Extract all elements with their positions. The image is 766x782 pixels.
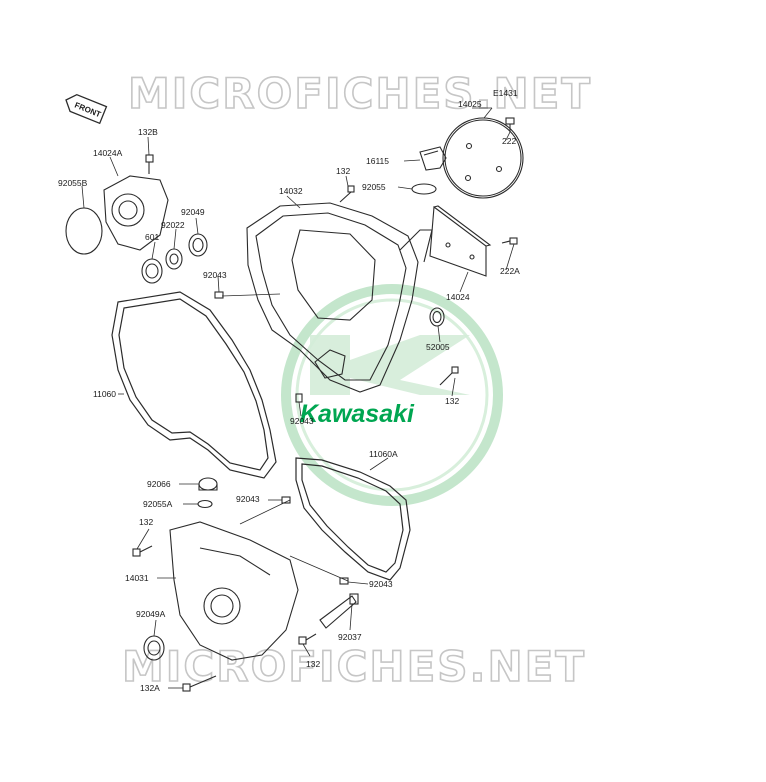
- label-92049: 92049: [181, 207, 205, 217]
- label-14032: 14032: [279, 186, 303, 196]
- logo-brand-text: Kawasaki: [300, 400, 415, 428]
- part-132-bolt-bottom: [298, 633, 317, 645]
- label-92043-b: 92043: [290, 416, 314, 426]
- part-92055-oring: [411, 183, 437, 195]
- label-92049A: 92049A: [136, 609, 166, 619]
- label-92055: 92055: [362, 182, 386, 192]
- label-132-top: 132: [336, 166, 350, 176]
- part-92066-plug: [198, 477, 218, 491]
- label-16115: 16115: [366, 156, 389, 166]
- part-14025-cover-plate: [442, 117, 524, 199]
- label-14025: 14025: [458, 99, 482, 109]
- label-92043-d: 92043: [369, 579, 393, 589]
- label-92043-a: 92043: [203, 270, 227, 280]
- label-11060A: 11060A: [369, 449, 398, 459]
- part-11060A-gasket: [295, 457, 411, 581]
- part-222-screw: [505, 117, 515, 132]
- label-601: 601: [145, 232, 159, 242]
- label-14031: 14031: [125, 573, 149, 583]
- front-direction-tag: FRONT: [65, 93, 108, 125]
- part-16115-cap: [419, 146, 447, 171]
- label-52005: 52005: [426, 342, 450, 352]
- part-132A-bolt: [182, 675, 217, 692]
- label-14024A: 14024A: [93, 148, 123, 158]
- label-92037: 92037: [338, 632, 362, 642]
- label-92043-c: 92043: [236, 494, 260, 504]
- leader-lines: [81, 107, 515, 689]
- part-11060A-gasket-inner: [301, 463, 404, 573]
- watermark-top: MICROFICHES.NET: [128, 69, 592, 118]
- label-14024: 14024: [446, 292, 470, 302]
- kawasaki-logo: Kawasaki: [281, 284, 503, 506]
- label-222A: 222A: [500, 266, 520, 276]
- part-11060-gasket: [111, 291, 277, 479]
- part-132-bolt-left: [132, 545, 153, 557]
- part-132-bolt-right: [439, 366, 459, 386]
- label-92055B: 92055B: [58, 178, 88, 188]
- part-14031-lower-cover: [169, 521, 299, 661]
- label-222: 222: [502, 136, 516, 146]
- label-132-left: 132: [139, 517, 153, 527]
- part-14032-clutch-cover: [246, 202, 433, 393]
- label-92022: 92022: [161, 220, 185, 230]
- label-132A: 132A: [140, 683, 160, 693]
- part-52005-seal: [429, 307, 445, 327]
- label-132-bottom: 132: [306, 659, 320, 669]
- diagram-code: E1431: [493, 88, 518, 98]
- part-222A-screw: [501, 237, 518, 245]
- part-601-bearing: [141, 258, 163, 284]
- part-14024A-pump-cover: [103, 175, 169, 251]
- part-92043-dowel-a: [214, 291, 224, 299]
- part-92055B-oring: [65, 207, 103, 255]
- label-11060: 11060: [93, 389, 116, 399]
- part-132B-bolt: [145, 154, 154, 174]
- part-14024-bracket: [429, 205, 492, 277]
- label-132-right: 132: [445, 396, 459, 406]
- part-132-bolt-top: [339, 185, 355, 203]
- label-92066: 92066: [147, 479, 171, 489]
- watermark-bottom: MICROFICHES.NET: [122, 642, 586, 691]
- part-92022-washer: [165, 248, 183, 270]
- label-132B: 132B: [138, 127, 158, 137]
- label-92055A: 92055A: [143, 499, 173, 509]
- part-92037-clamp: [319, 593, 359, 629]
- part-92055A-oring: [197, 499, 213, 509]
- part-11060-gasket-inner: [118, 298, 269, 471]
- part-92049-seal: [188, 233, 208, 257]
